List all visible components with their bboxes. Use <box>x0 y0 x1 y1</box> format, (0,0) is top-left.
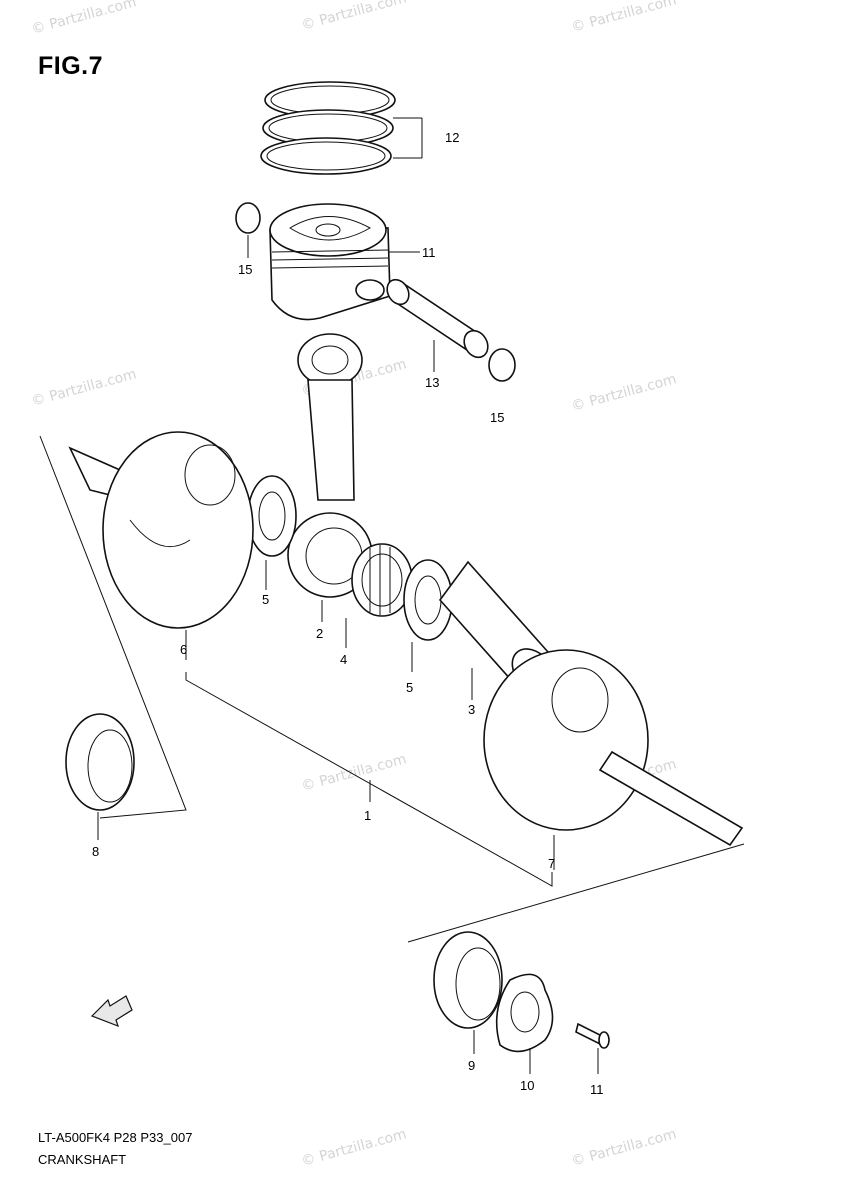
crankshaft-bearing-right <box>433 931 503 1054</box>
callout-label: 5 <box>406 680 414 695</box>
callout-label: 11 <box>590 1082 604 1097</box>
crankshaft-right <box>483 649 744 870</box>
piston-pin-circlip <box>488 348 516 382</box>
callout-label: 1 <box>364 808 372 823</box>
piston-pin <box>386 278 489 372</box>
callout-label: 9 <box>468 1058 476 1073</box>
figure-code: LT-A500FK4 P28 P33_007 <box>38 1130 193 1145</box>
retainer-screw <box>575 1022 610 1074</box>
figure-title: FIG.7 <box>38 52 104 80</box>
piston <box>269 203 420 321</box>
callout-label: 15 <box>238 262 253 277</box>
bearing-retainer <box>495 973 554 1074</box>
piston-ring-set <box>260 81 423 175</box>
crankshaft-left <box>68 431 254 660</box>
callout-label: 4 <box>340 652 348 667</box>
thrust-washer <box>247 475 297 557</box>
callout-label: 13 <box>425 375 440 390</box>
callout-label: 3 <box>468 702 476 717</box>
callout-label: 6 <box>180 642 188 657</box>
callout-label: 5 <box>262 592 270 607</box>
callout-label: 7 <box>548 856 556 871</box>
callout-label: 10 <box>520 1078 535 1093</box>
callout-label: 11 <box>422 245 436 260</box>
figure-name: CRANKSHAFT <box>38 1152 127 1167</box>
callout-label: 15 <box>490 410 505 425</box>
crankshaft-assembly-bracket <box>39 435 745 943</box>
fwd-arrow-icon <box>90 995 133 1028</box>
callout-label: 12 <box>445 130 460 145</box>
piston-pin-circlip <box>235 202 261 234</box>
callout-label: 2 <box>316 626 324 641</box>
crankshaft-bearing-left <box>65 713 135 840</box>
callout-label: 8 <box>92 844 100 859</box>
connecting-rod <box>287 333 373 622</box>
